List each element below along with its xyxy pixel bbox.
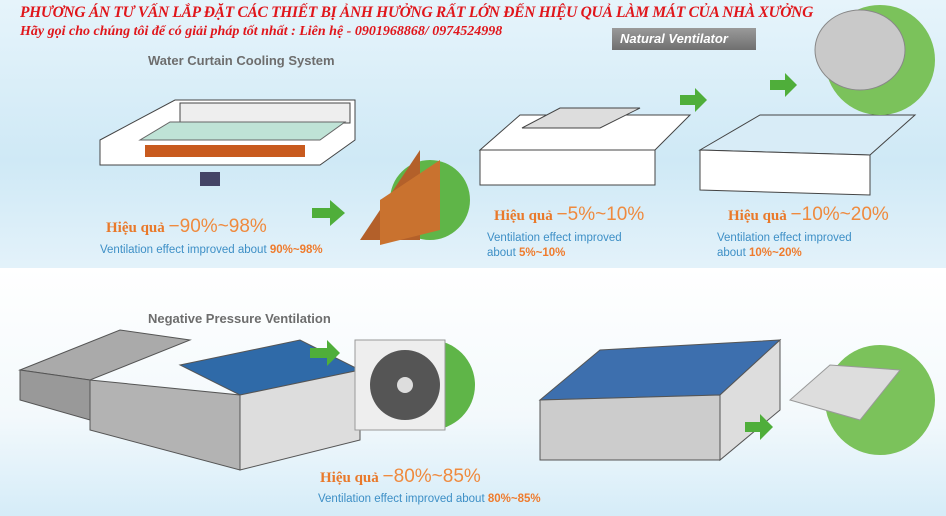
- arrow-icon: [680, 88, 707, 112]
- effect-label: Hiệu quả: [728, 208, 787, 224]
- arrow-icon: [770, 73, 797, 97]
- effect-desc: Ventilation effect improved about 5%~10%: [487, 231, 622, 261]
- effect-negative-pressure: Hiệu quả −80%~85%: [320, 466, 481, 488]
- natural-ventilator-building-2-illustration: [698, 114, 917, 196]
- effect-value: 90%~98%: [269, 244, 323, 256]
- effect-text: Ventilation effect improved about: [318, 493, 488, 505]
- arrow-icon: [745, 414, 773, 440]
- effect-text: about: [717, 247, 749, 259]
- roof-ventilator-building-illustration: [538, 338, 782, 462]
- negative-pressure-building-illustration: [18, 329, 362, 471]
- effect-natural-2: Hiệu quả −10%~20%: [728, 204, 889, 226]
- roof-fan-illustration: [788, 345, 935, 455]
- effect-range: −80%~85%: [382, 466, 481, 487]
- effect-water-curtain: Hiệu quả −90%~98%: [106, 216, 267, 238]
- roof-turbine-illustration: [814, 5, 935, 115]
- effect-value: 80%~85%: [487, 493, 541, 505]
- page-title: PHƯƠNG ÁN TƯ VẤN LẮP ĐẶT CÁC THIẾT BỊ ẢN…: [20, 4, 813, 21]
- effect-desc: Ventilation effect improved about 80%~85…: [318, 492, 541, 507]
- effect-range: −5%~10%: [556, 204, 645, 225]
- effect-value: 10%~20%: [748, 247, 802, 259]
- arrow-icon: [310, 340, 340, 366]
- effect-label: Hiệu quả: [106, 220, 165, 236]
- arrow-icon: [312, 200, 345, 226]
- exhaust-fan-illustration: [354, 339, 475, 431]
- contact-subtitle: Hãy gọi cho chúng tôi để có giải pháp tố…: [20, 24, 503, 39]
- effect-value: 5%~10%: [518, 247, 566, 259]
- effect-text: Ventilation effect improved: [487, 232, 622, 244]
- effect-text: about: [487, 247, 519, 259]
- natural-ventilator-label: Natural Ventilator: [612, 28, 756, 50]
- effect-range: −90%~98%: [168, 216, 267, 237]
- water-curtain-pad-illustration: [360, 150, 470, 245]
- negative-pressure-heading: Negative Pressure Ventilation: [148, 311, 331, 326]
- effect-text: Ventilation effect improved: [717, 232, 852, 244]
- effect-natural-1: Hiệu quả −5%~10%: [494, 204, 644, 226]
- water-curtain-heading: Water Curtain Cooling System: [148, 53, 335, 68]
- natural-ventilator-building-illustration: [478, 107, 692, 186]
- effect-text: Ventilation effect improved about: [100, 244, 270, 256]
- effect-desc: Ventilation effect improved about 90%~98…: [100, 243, 323, 258]
- effect-label: Hiệu quả: [494, 208, 553, 224]
- effect-desc: Ventilation effect improved about 10%~20%: [717, 231, 852, 261]
- effect-range: −10%~20%: [790, 204, 889, 225]
- water-curtain-building-illustration: [99, 99, 356, 186]
- effect-label: Hiệu quả: [320, 470, 379, 486]
